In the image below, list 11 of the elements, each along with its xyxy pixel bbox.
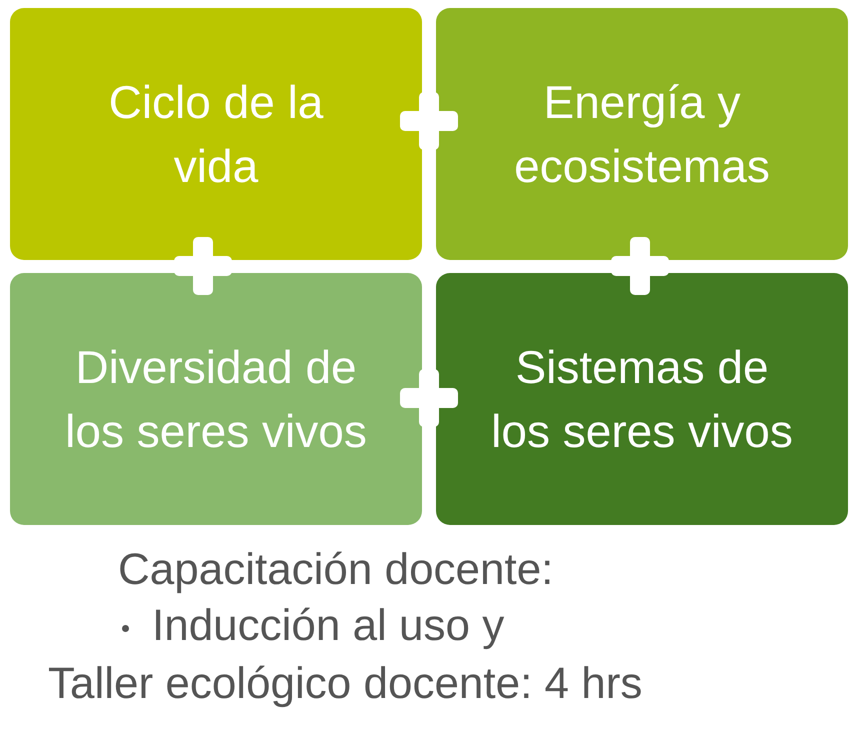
- topic-box: [10, 8, 422, 260]
- topic-box: [10, 273, 422, 525]
- note-text: Capacitación docente:: [118, 544, 554, 596]
- note-text: Taller ecológico docente: 4 hrs: [48, 658, 642, 710]
- topic-title: Sistemas de los seres vivos: [490, 340, 794, 459]
- topic-title: Ciclo de la vida: [108, 75, 324, 194]
- topic-title: Diversidad de los seres vivos: [64, 340, 368, 459]
- topic-box: [436, 273, 848, 525]
- topic-title: Energía y ecosistemas: [513, 75, 771, 194]
- note-text: Inducción al uso y: [152, 600, 504, 652]
- topic-box: [436, 8, 848, 260]
